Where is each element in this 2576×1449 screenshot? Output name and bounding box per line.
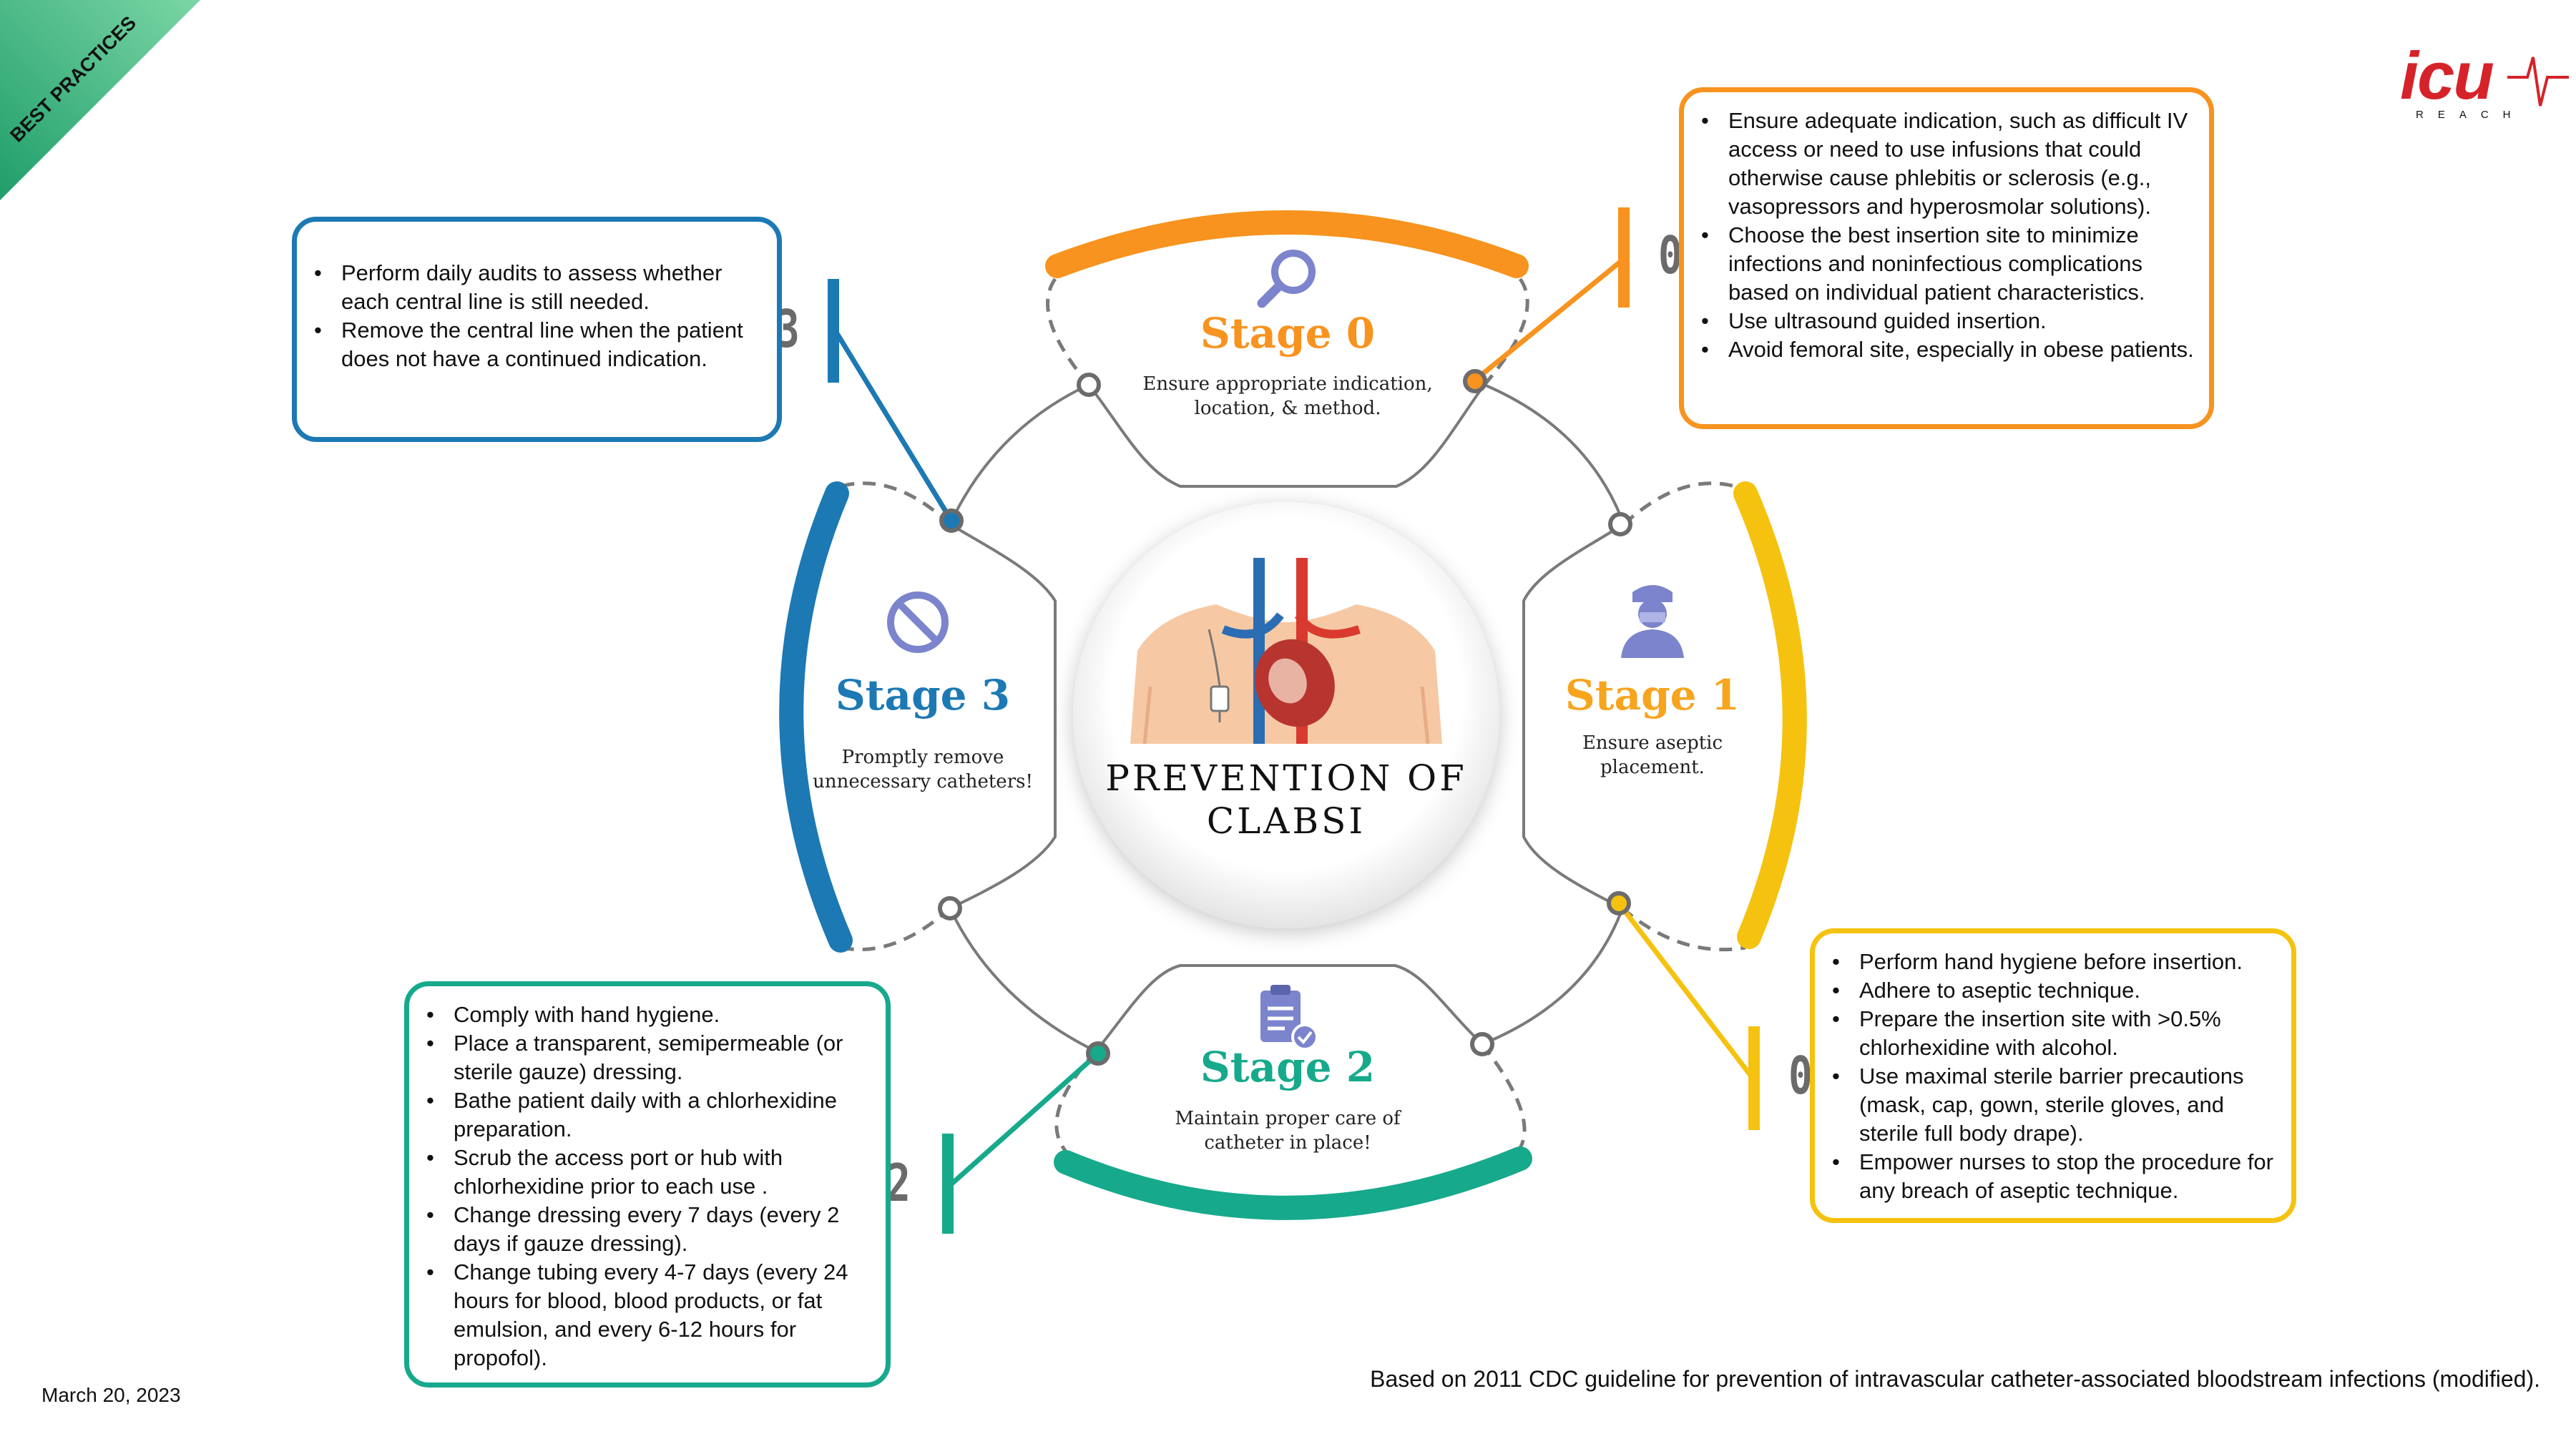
dash-stage2 [1054,1043,1527,1153]
ring-arc-top-right [1484,383,1625,525]
stage3-bullet-list: Perform daily audits to assess whether e… [297,259,764,373]
petal-outline-stage0 [1087,383,1486,488]
stage1-connector [1617,901,1756,1082]
stage1-details-box: Perform hand hygiene before insertion. A… [1810,928,2296,1223]
stage2-bullet-list: Comply with hand hygiene. Place a transp… [409,1001,873,1372]
stage3-arc [779,481,853,953]
stage3-title: Stage 3 [835,671,1011,719]
stage2-bullet: Comply with hand hygiene. [426,1001,873,1029]
node-stage3 [939,509,964,533]
petal-outlines [949,383,1625,1053]
stage2-bullet: Scrub the access port or hub with chlorh… [426,1144,873,1201]
stage0-title: Stage 0 [1200,309,1376,358]
stage1-arc [1733,481,1807,949]
stage0-description-line2: location, & method. [1194,398,1381,419]
stage0-description: Ensure appropriate indication, location,… [1116,372,1459,421]
node-top-left [1077,373,1101,397]
prohibited-icon [887,591,949,653]
stage0-bullet: Avoid femoral site, especially in obese … [1701,335,2195,364]
stage2-bullet: Place a transparent, semipermeable (or s… [426,1029,873,1086]
stage2-description-line1: Maintain proper care of [1175,1108,1401,1129]
chest-heart-illustration [1130,558,1442,745]
ring-arc-top-left [949,383,1089,525]
surgeon-icon [1621,585,1684,658]
stage1-bullet: Use maximal sterile barrier precautions … [1832,1062,2280,1148]
stage1-bullet-list: Perform hand hygiene before insertion. A… [1815,948,2280,1205]
stage3-description-line1: Promptly remove [841,747,1004,768]
footer-source-note: Based on 2011 CDC guideline for preventi… [1370,1366,2540,1392]
stage1-title: Stage 1 [1564,671,1740,719]
stage1-description-line2: placement. [1600,757,1705,778]
stage3-connector [831,326,954,522]
corner-ribbon [0,0,200,200]
stage2-description-line2: catheter in place! [1204,1132,1371,1154]
stage3-description: Promptly remove unnecessary catheters! [808,745,1037,794]
dash-stage3 [840,481,951,952]
node-right-top [1608,512,1632,536]
stage0-bullet: Ensure adequate indication, such as diff… [1701,107,2195,221]
connector-nodes [938,369,1632,1066]
ring-arc-bottom-left [949,908,1097,1053]
node-stage1 [1607,891,1631,915]
stage2-connector [946,1051,1100,1189]
petal-outline-stage3 [949,523,1057,910]
stage2-bullet: Change dressing every 7 days (every 2 da… [426,1201,873,1258]
stage3-bullet: Perform daily audits to assess whether e… [314,259,764,316]
stage1-bullet: Perform hand hygiene before insertion. [1832,948,2280,976]
stage0-description-line1: Ensure appropriate indication, [1142,373,1433,395]
stage3-bullet: Remove the central line when the patient… [314,316,764,373]
stage1-bullet: Adhere to aseptic technique. [1832,976,2280,1005]
stage3-description-line2: unnecessary catheters! [813,771,1033,792]
stage0-bullet: Use ultrasound guided insertion. [1701,307,2195,335]
petal-outline-stage2 [1094,964,1484,1053]
logo-word: icu [2400,38,2494,113]
stage1-description: Ensure aseptic placement. [1545,731,1760,780]
stage2-bullet: Change tubing every 4-7 days (every 24 h… [426,1258,873,1372]
heartbeat-line-icon [2507,57,2569,107]
node-stage0 [1463,369,1487,393]
icu-reach-logo: icu REACH [2400,38,2572,127]
center-title: PREVENTION OF CLABSI [1093,757,1479,843]
dash-stage1 [1621,481,1746,952]
center-title-line1: PREVENTION OF [1105,757,1467,799]
magnifier-icon [1257,250,1316,308]
stage0-connector [1471,257,1626,383]
stage1-bullet: Prepare the insertion site with >0.5% ch… [1832,1005,2280,1062]
stage3-details-box: Perform daily audits to assess whether e… [292,217,782,442]
stage1-bullet: Empower nurses to stop the procedure for… [1832,1148,2280,1205]
stage0-details-box: Ensure adequate indication, such as diff… [1679,87,2214,429]
stage0-arc [1045,210,1529,278]
dash-stage0 [1046,277,1529,386]
stage2-bullet: Bathe patient daily with a chlorhexidine… [426,1086,873,1144]
footer-date: March 20, 2023 [41,1384,181,1406]
stage2-arc [1054,1146,1532,1220]
petal-outline-stage1 [1522,523,1625,910]
stage2-details-box: Comply with hand hygiene. Place a transp… [404,981,891,1387]
center-title-line2: CLABSI [1206,800,1366,842]
stage2-title: Stage 2 [1200,1043,1376,1091]
stage1-description-line1: Ensure aseptic [1582,732,1723,754]
clipboard-check-icon [1260,985,1318,1051]
stage0-bullet-list: Ensure adequate indication, such as diff… [1684,107,2195,364]
petal-dashes [840,277,1746,1153]
node-stage2 [1086,1041,1110,1066]
logo-subtitle: REACH [2416,109,2525,121]
node-bottom-right [1470,1032,1494,1056]
stage0-bullet: Choose the best insertion site to minimi… [1701,221,2195,307]
ring-arc-bottom-right [1482,908,1624,1046]
node-left-bottom [938,896,962,920]
stage2-description: Maintain proper care of catheter in plac… [1116,1106,1459,1155]
